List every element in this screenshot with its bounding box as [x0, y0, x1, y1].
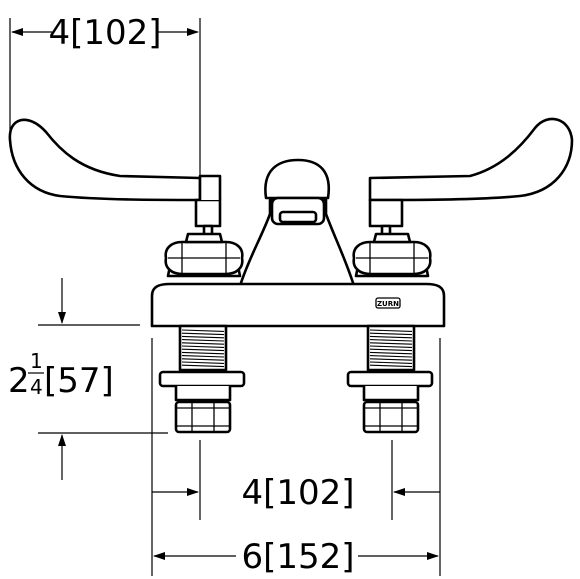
thread-line	[181, 348, 225, 352]
height-fraction-denominator: 4	[30, 375, 43, 399]
thread-line	[369, 358, 413, 361]
deck-body: ZURN	[150, 282, 446, 328]
overall-width-dimension: 6[152]	[151, 338, 441, 577]
thread-line	[181, 345, 225, 348]
thread-line	[369, 329, 413, 332]
brand-logo: ZURN	[377, 300, 399, 308]
thread-line	[369, 339, 413, 342]
thread-line	[181, 332, 225, 336]
thread-line	[181, 339, 225, 342]
thread-line	[369, 342, 413, 345]
height-mm: [57]	[44, 361, 114, 401]
height-dimension: 2 1 4 [57]	[8, 278, 168, 480]
center-spacing-label: 4[102]	[241, 473, 354, 513]
right-valve-bonnet	[352, 232, 432, 278]
right-wrist-blade-handle	[368, 117, 574, 246]
thread-line	[181, 358, 225, 361]
center-spacing-dimension: 4[102]	[152, 440, 440, 520]
left-valve-bonnet	[164, 232, 244, 278]
thread-line	[369, 364, 413, 368]
thread-line	[369, 355, 413, 358]
thread-line	[369, 348, 413, 352]
thread-line	[369, 351, 413, 355]
thread-line	[181, 351, 225, 355]
left-wrist-blade-handle	[8, 118, 222, 246]
thread-line	[369, 332, 413, 336]
top-width-dimension: 4[102]	[9, 13, 201, 188]
height-fraction-numerator: 1	[30, 349, 43, 373]
spout	[238, 158, 356, 288]
thread-line	[181, 355, 225, 358]
thread-line	[181, 364, 225, 368]
left-supply-shank	[158, 324, 246, 434]
overall-width-label: 6[152]	[241, 537, 354, 577]
thread-line	[181, 329, 225, 332]
thread-line	[181, 361, 225, 364]
right-supply-shank	[346, 324, 434, 434]
thread-line	[369, 335, 413, 339]
top-width-label: 4[102]	[48, 13, 161, 53]
thread-line	[369, 361, 413, 364]
thread-line	[181, 335, 225, 339]
height-whole: 2	[8, 361, 30, 401]
thread-line	[181, 342, 225, 345]
thread-line	[369, 345, 413, 348]
